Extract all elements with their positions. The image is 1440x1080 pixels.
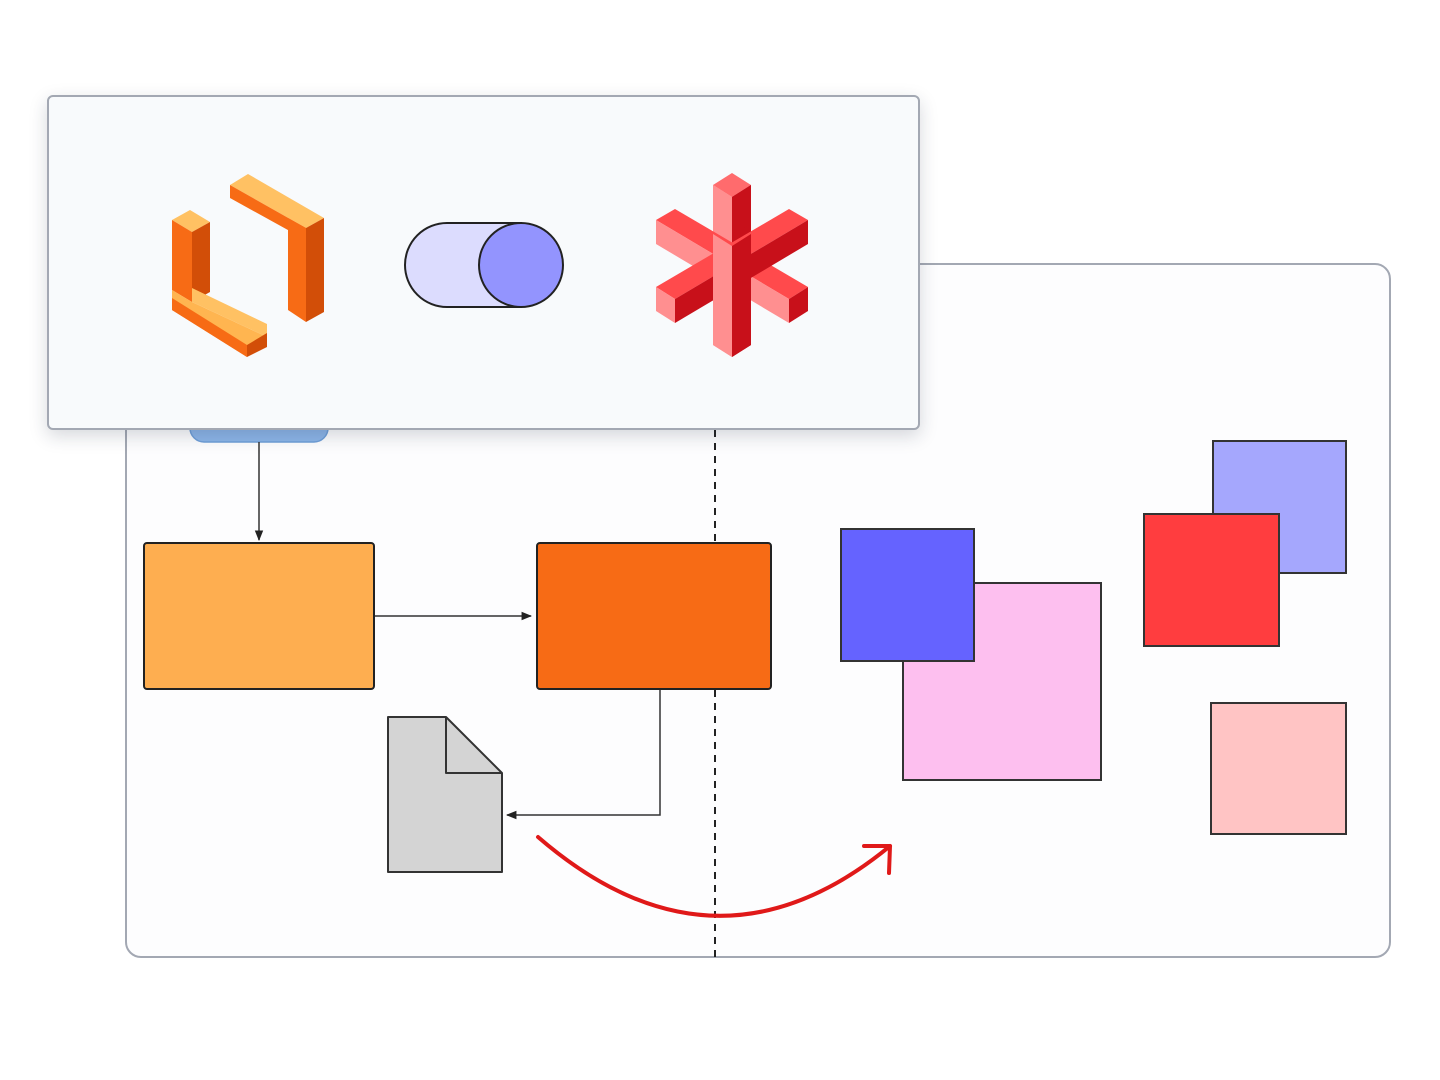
iso-bracket-icon[interactable] <box>172 174 324 357</box>
document-shape[interactable] <box>387 716 503 873</box>
asterisk-3d-icon[interactable] <box>656 173 808 357</box>
connector-box-to-document[interactable] <box>505 688 661 820</box>
cylinder-toggle-icon[interactable] <box>404 222 564 308</box>
square-light-pink[interactable] <box>1210 702 1347 835</box>
curved-arrow[interactable] <box>536 835 892 918</box>
square-pink[interactable] <box>902 582 1102 781</box>
process-box-dark-orange[interactable] <box>536 542 772 690</box>
square-blue[interactable] <box>840 528 975 662</box>
square-red[interactable] <box>1143 513 1280 647</box>
process-box-light-orange[interactable] <box>143 542 375 690</box>
shape-library-popover <box>47 95 920 430</box>
